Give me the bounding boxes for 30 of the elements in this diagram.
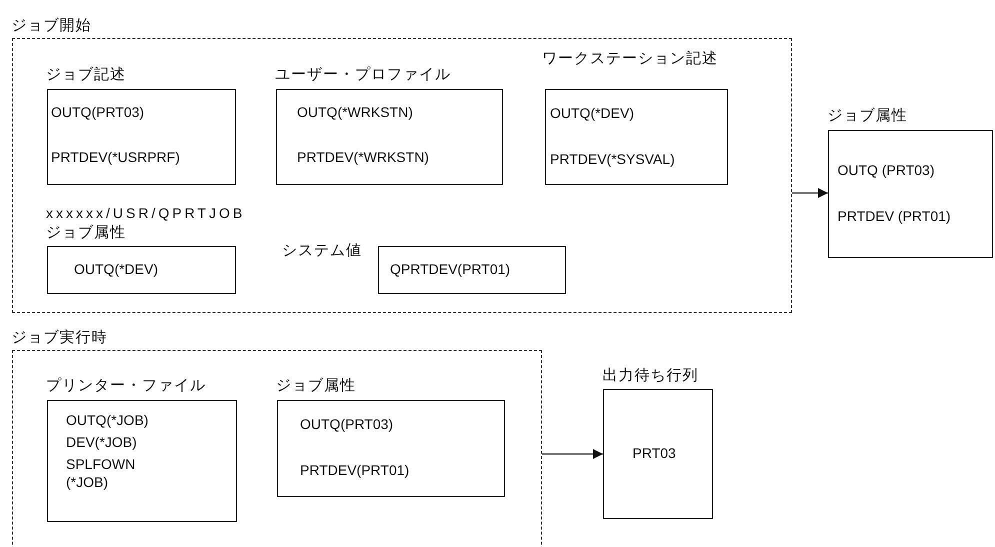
arrow bbox=[542, 449, 603, 459]
box-heading: プリンター・ファイル bbox=[46, 377, 206, 395]
arrow bbox=[792, 188, 828, 198]
value-text: PRTDEV(PRT01) bbox=[300, 461, 410, 479]
box-heading: システム値 bbox=[282, 242, 362, 260]
value-text: OUTQ(PRT03) bbox=[51, 103, 144, 121]
box-heading: ワークステーション記述 bbox=[542, 50, 718, 68]
box-heading: ジョブ記述 bbox=[46, 66, 126, 84]
value-text: DEV(*JOB) bbox=[66, 433, 137, 451]
value-text: OUTQ(*WRKSTN) bbox=[297, 103, 413, 121]
box-heading: ジョブ開始 bbox=[12, 16, 92, 34]
value-text: PRTDEV(*WRKSTN) bbox=[297, 148, 429, 166]
box-heading: xxxxxx/USR/QPRTJOB bbox=[46, 204, 246, 222]
value-text: SPLFOWN (*JOB) bbox=[66, 455, 136, 491]
box-heading: ジョブ実行時 bbox=[12, 328, 108, 346]
value-text: PRT03 bbox=[632, 444, 676, 462]
value-text: OUTQ(*DEV) bbox=[550, 104, 634, 122]
value-text: PRTDEV(*SYSVAL) bbox=[550, 150, 675, 168]
box-heading: ジョブ属性 bbox=[46, 224, 126, 242]
value-text: OUTQ (PRT03) bbox=[838, 160, 934, 178]
value-text: PRTDEV(*USRPRF) bbox=[51, 148, 180, 166]
box-heading: ユーザー・プロファイル bbox=[275, 66, 451, 84]
value-text: QPRTDEV(PRT01) bbox=[390, 260, 510, 278]
value-text: OUTQ(*DEV) bbox=[74, 260, 158, 278]
value-text: OUTQ(PRT03) bbox=[300, 415, 394, 433]
box-heading: ジョブ属性 bbox=[828, 106, 908, 124]
box-heading: ジョブ属性 bbox=[276, 377, 356, 395]
value-text: OUTQ(*JOB) bbox=[66, 411, 148, 429]
box-heading: 出力待ち行列 bbox=[602, 366, 698, 384]
value-text: PRTDEV (PRT01) bbox=[838, 206, 951, 224]
